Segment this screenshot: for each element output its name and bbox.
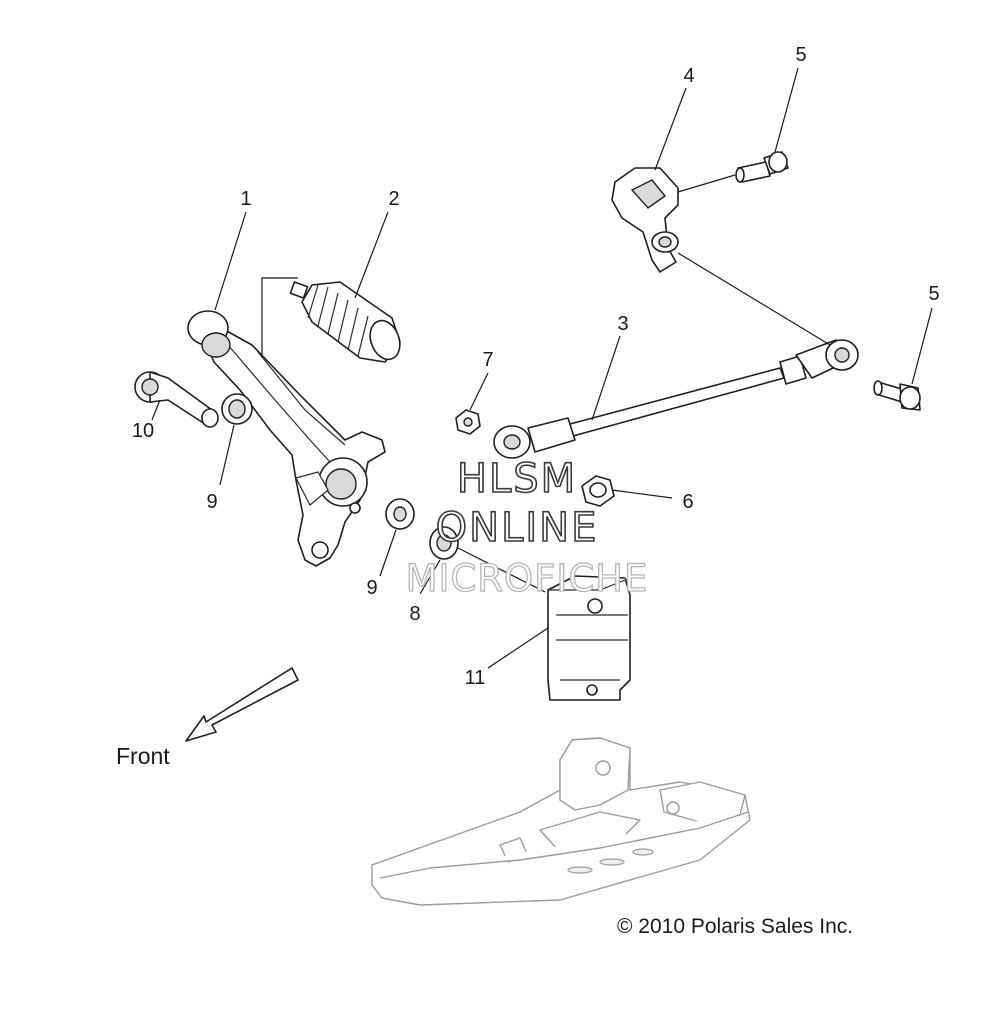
footrest-bracket-faded (371, 737, 751, 906)
callout-10: 10 (132, 420, 154, 442)
watermark-line-3: MICROFICHE (406, 557, 649, 600)
lock-nut (581, 475, 615, 507)
callout-4: 4 (683, 65, 694, 87)
front-label: Front (116, 743, 170, 769)
callout-numbers: 1 2 3 4 5 5 6 7 8 9 9 10 11 (132, 44, 940, 689)
callout-2: 2 (388, 188, 399, 210)
pivot-bolt (134, 371, 219, 428)
mounting-bracket (457, 547, 631, 701)
callout-5-lower: 5 (928, 283, 939, 305)
watermark: HLSM ONLINE MICROFICHE (405, 455, 649, 600)
linkage-rod (493, 339, 859, 459)
bolt-upper (677, 151, 789, 193)
callout-6: 6 (682, 491, 693, 513)
watermark-line-2: ONLINE (436, 505, 599, 551)
washer-left (221, 393, 253, 425)
callout-7: 7 (482, 349, 493, 371)
bolt-lower (873, 380, 921, 411)
callout-9-left: 9 (206, 491, 217, 513)
brake-lever-arm (187, 310, 386, 567)
copyright-notice: © 2010 Polaris Sales Inc. (617, 915, 853, 938)
brake-pedal-pad (261, 277, 401, 363)
callout-leaders (151, 67, 933, 669)
front-direction-arrow (185, 667, 299, 742)
shift-arm (611, 167, 831, 346)
watermark-line-1: HLSM (457, 456, 577, 502)
bushing (429, 526, 459, 560)
callout-3: 3 (617, 313, 628, 335)
callout-5-upper: 5 (795, 44, 806, 66)
callout-9-right: 9 (366, 577, 377, 599)
callout-1: 1 (240, 188, 251, 210)
callout-11: 11 (465, 667, 486, 689)
washer-right (385, 498, 415, 530)
callout-8: 8 (409, 603, 420, 625)
small-nut (455, 409, 481, 435)
